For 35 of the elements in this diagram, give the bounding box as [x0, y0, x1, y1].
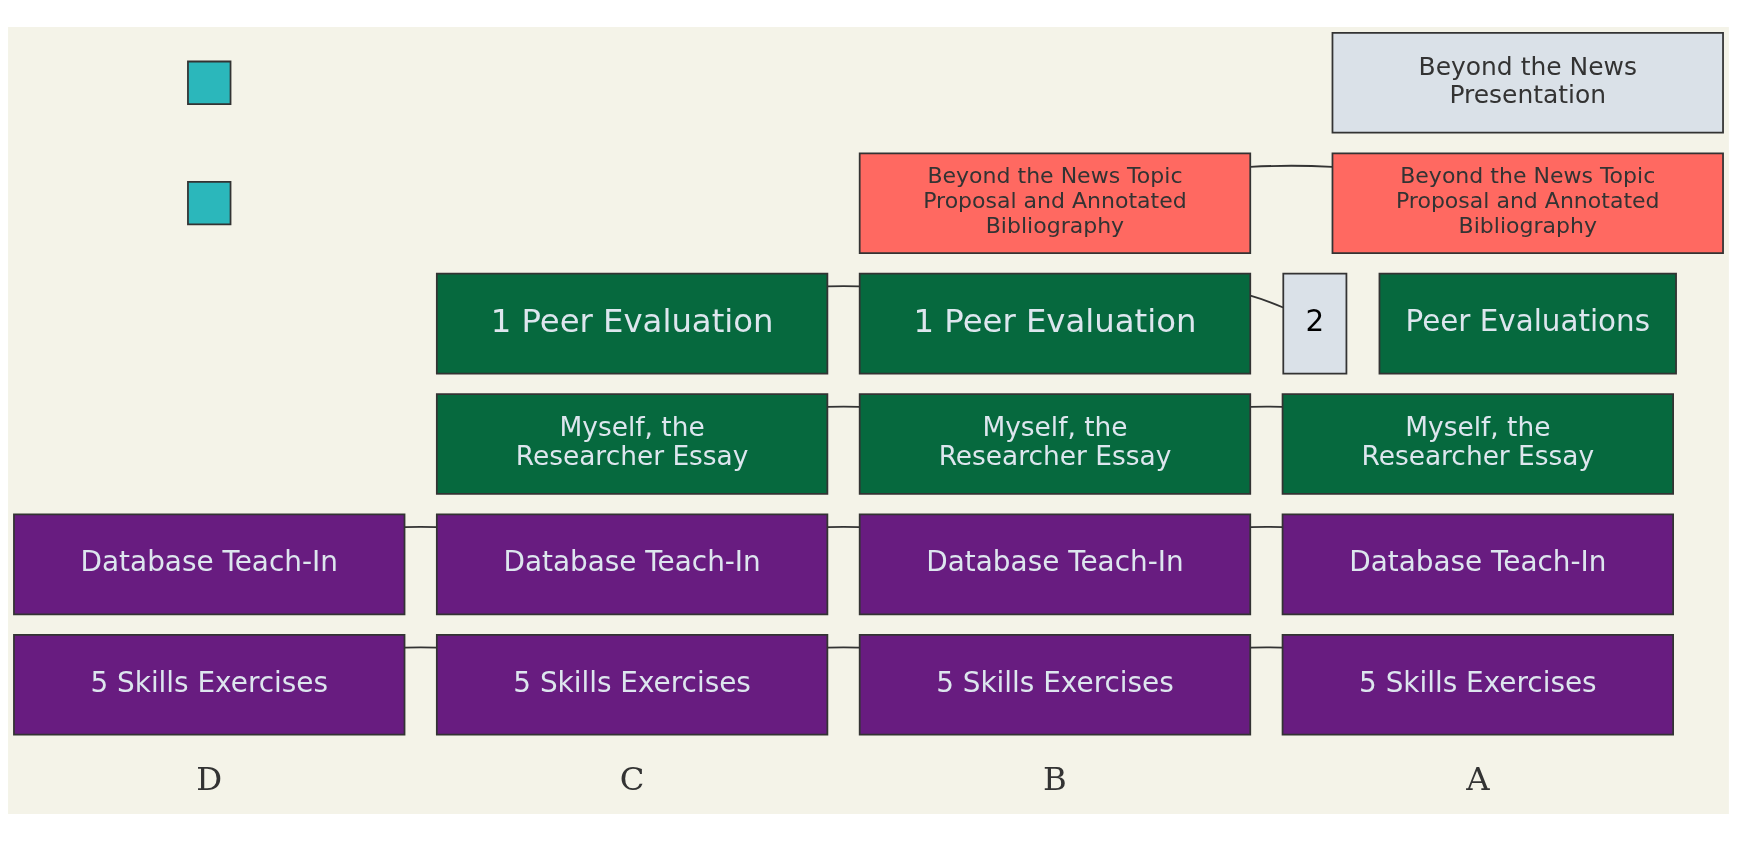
node-box: Beyond the News Presentation: [1331, 32, 1724, 134]
node-box: [187, 181, 232, 226]
connector: [403, 526, 438, 529]
label: D: [196, 759, 223, 798]
node-box: 5 Skills Exercises: [1281, 634, 1674, 736]
node-box: Database Teach-In: [858, 513, 1252, 616]
node-box: Myself, the Researcher Essay: [435, 393, 829, 495]
node-box: 5 Skills Exercises: [435, 634, 829, 736]
node-box: Beyond the News Topic Proposal and Annotated Bibliography: [1331, 152, 1724, 254]
connector: [1249, 526, 1284, 529]
node-box: Database Teach-In: [435, 513, 829, 616]
label: C: [619, 759, 645, 798]
node-box: Myself, the Researcher Essay: [1281, 393, 1674, 495]
node-box: Peer Evaluations: [1378, 272, 1677, 375]
node-box: Myself, the Researcher Essay: [858, 393, 1252, 495]
label: B: [1043, 759, 1067, 798]
connector: [826, 405, 861, 408]
connector: [1249, 294, 1284, 309]
node-box: 5 Skills Exercises: [13, 634, 406, 736]
node-box: 5 Skills Exercises: [858, 634, 1252, 736]
connector: [826, 646, 861, 649]
connector: [826, 526, 861, 529]
node-box: 2: [1282, 272, 1348, 375]
connector: [1249, 646, 1284, 649]
connector: [403, 646, 438, 649]
node-box: 1 Peer Evaluation: [858, 272, 1252, 375]
connector: [826, 285, 861, 288]
node-box: 1 Peer Evaluation: [435, 272, 829, 375]
connector: [1249, 405, 1284, 408]
label: A: [1466, 759, 1490, 798]
node-box: Database Teach-In: [13, 513, 406, 616]
node-box: Database Teach-In: [1281, 513, 1674, 616]
node-box: [187, 60, 232, 105]
connector: [1249, 164, 1333, 168]
node-box: Beyond the News Topic Proposal and Annotated Bibliography: [858, 152, 1252, 254]
